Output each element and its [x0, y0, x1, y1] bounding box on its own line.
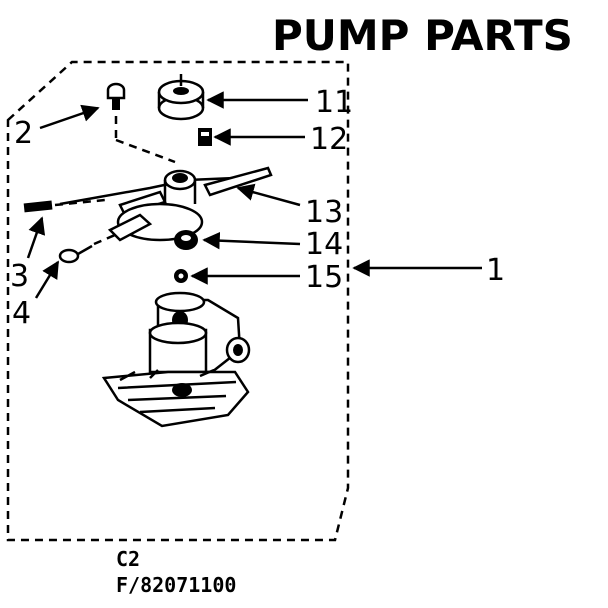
part-2-screw [106, 82, 176, 164]
callout-arrows [26, 91, 482, 299]
upper-pump-body [107, 169, 204, 242]
callout-14: 14 [305, 227, 343, 262]
part-14-nozzle [174, 230, 198, 250]
callout-13: 13 [305, 195, 343, 230]
callout-11: 11 [315, 85, 353, 120]
part-11-pulley [157, 74, 205, 121]
callout-4: 4 [12, 296, 31, 331]
page-title: PUMP PARTS [272, 11, 573, 60]
callout-2: 2 [14, 116, 33, 151]
callout-1: 1 [486, 253, 505, 288]
callout-15: 15 [305, 260, 343, 295]
section-code: C2 [116, 547, 140, 571]
part-number: F/82071100 [116, 573, 236, 597]
part-15-washer [174, 269, 188, 283]
part-4-spring [58, 230, 123, 264]
callout-3: 3 [10, 259, 29, 294]
part-3-clip [23, 198, 106, 213]
part-12-bushing [198, 128, 212, 146]
assembly-frame [6, 60, 350, 542]
callout-12: 12 [310, 122, 348, 157]
lower-pump-housing [101, 291, 251, 428]
